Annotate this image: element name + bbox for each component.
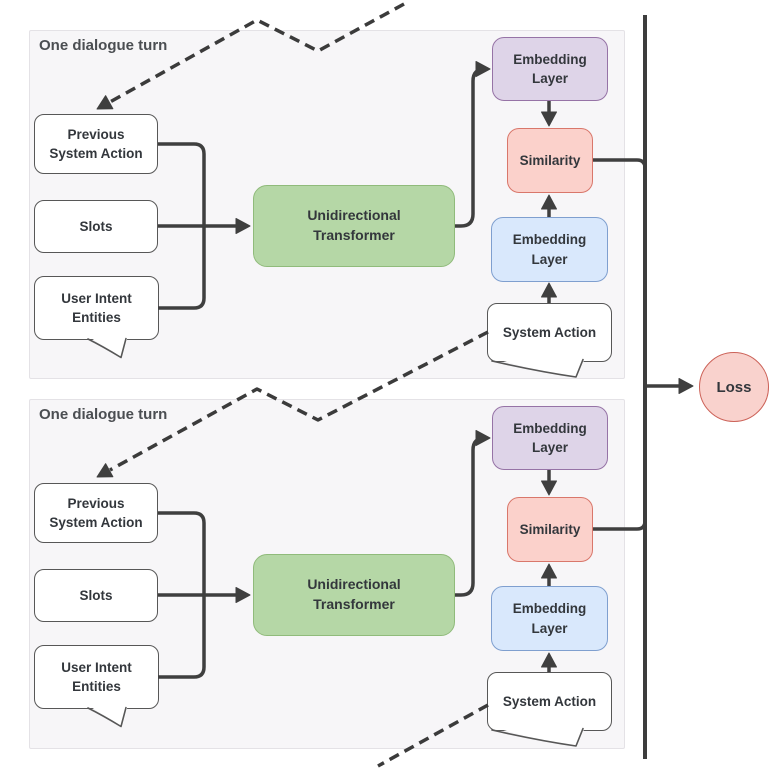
predicted-embedding-layer-label-2: Embedding Layer [512,601,587,636]
transformer-label-1: Unidirectional Transformer [307,207,401,243]
transformer-box-1: Unidirectional Transformer [253,185,455,267]
loss-arrow [645,378,694,394]
panel-1-label: One dialogue turn [39,37,168,54]
user-intent-entities-label-2: User Intent Entities [61,659,132,694]
action-embedding-layer-box-1: Embedding Layer [492,37,608,101]
user-intent-entities-bubble-1: User Intent Entities [34,276,159,340]
slots-box-2: Slots [34,569,158,622]
user-intent-entities-bubble-2: User Intent Entities [34,645,159,709]
system-action-label-1: System Action [502,324,597,340]
loss-node: Loss [699,352,769,422]
similarity-box-2: Similarity [507,497,593,562]
predicted-embedding-layer-box-1: Embedding Layer [491,217,608,282]
slots-label-1: Slots [79,218,113,234]
predicted-embedding-layer-label-1: Embedding Layer [512,232,587,267]
slots-label-2: Slots [79,587,113,603]
system-action-bubble-2: System Action [487,672,612,731]
prev-system-action-label-1: Previous System Action [49,126,143,161]
prev-system-action-label-2: Previous System Action [49,495,143,530]
action-embedding-layer-label-2: Embedding Layer [513,420,587,455]
prev-system-action-box-1: Previous System Action [34,114,158,174]
system-action-label-2: System Action [502,693,597,709]
similarity-box-1: Similarity [507,128,593,193]
prev-system-action-box-2: Previous System Action [34,483,158,543]
user-intent-entities-label-1: User Intent Entities [61,290,132,325]
transformer-box-2: Unidirectional Transformer [253,554,455,636]
loss-label: Loss [716,378,752,396]
transformer-label-2: Unidirectional Transformer [307,576,401,612]
action-embedding-layer-box-2: Embedding Layer [492,406,608,470]
action-embedding-layer-label-1: Embedding Layer [513,51,587,86]
predicted-embedding-layer-box-2: Embedding Layer [491,586,608,651]
slots-box-1: Slots [34,200,158,253]
system-action-bubble-1: System Action [487,303,612,362]
similarity-label-2: Similarity [519,521,581,537]
panel-2-label: One dialogue turn [39,406,168,423]
similarity-label-1: Similarity [519,152,581,168]
